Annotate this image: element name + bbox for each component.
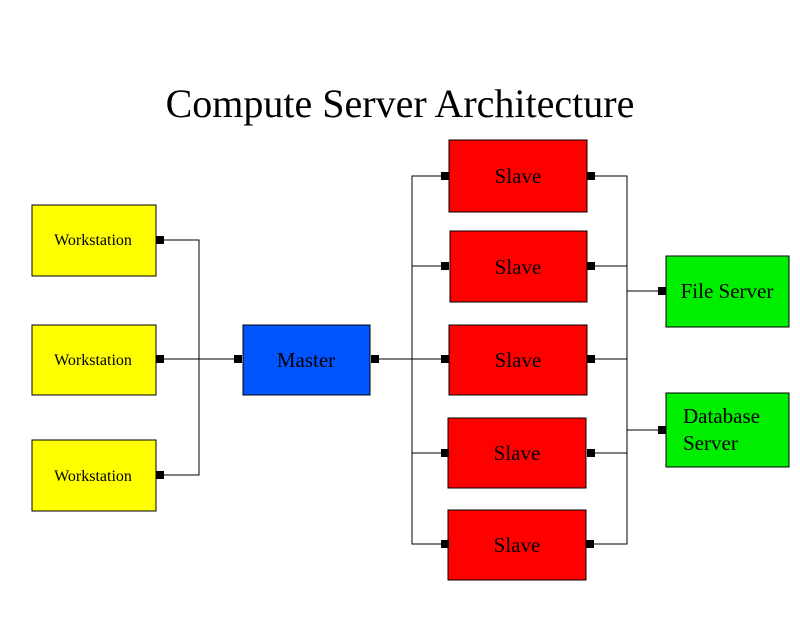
port bbox=[441, 540, 449, 548]
slave-box bbox=[449, 230, 588, 303]
slave-label: Slave bbox=[494, 441, 541, 465]
file-server-box bbox=[665, 255, 790, 328]
port bbox=[441, 355, 449, 363]
workstation-node-2: Workstation bbox=[31, 324, 164, 396]
port bbox=[587, 172, 595, 180]
master-node: Master bbox=[234, 324, 379, 396]
port bbox=[156, 471, 164, 479]
port bbox=[587, 262, 595, 270]
port bbox=[586, 540, 594, 548]
connectors bbox=[160, 175, 662, 545]
slave-node-1: Slave bbox=[441, 139, 595, 213]
database-server-box bbox=[665, 392, 790, 468]
port bbox=[371, 355, 379, 363]
port bbox=[587, 355, 595, 363]
port bbox=[587, 449, 595, 457]
slave-label: Slave bbox=[495, 255, 542, 279]
slave-node-4: Slave bbox=[441, 417, 595, 489]
port bbox=[441, 449, 449, 457]
port bbox=[658, 426, 666, 434]
file-server-node: File Server bbox=[658, 255, 790, 328]
slave-right-bus-line bbox=[591, 175, 628, 545]
master-label: Master bbox=[277, 348, 335, 372]
workstation-box bbox=[31, 439, 157, 512]
slave-box bbox=[448, 324, 588, 396]
port bbox=[156, 236, 164, 244]
slave-box bbox=[447, 417, 587, 489]
slave-label: Slave bbox=[495, 348, 542, 372]
slave-box bbox=[448, 139, 588, 213]
workstation-label: Workstation bbox=[54, 352, 132, 369]
slave-node-5: Slave bbox=[441, 509, 594, 581]
database-server-node: Database Server bbox=[658, 392, 790, 468]
slave-node-3: Slave bbox=[441, 324, 595, 396]
port bbox=[156, 355, 164, 363]
workstation-node-1: Workstation bbox=[31, 204, 164, 277]
workstation-box bbox=[31, 324, 157, 396]
file-server-label: File Server bbox=[681, 279, 774, 303]
master-box bbox=[242, 324, 371, 396]
slave-label: Slave bbox=[495, 164, 542, 188]
diagram-title: Compute Server Architecture bbox=[166, 81, 635, 126]
slave-label: Slave bbox=[494, 533, 541, 557]
port bbox=[441, 172, 449, 180]
workstation-node-3: Workstation bbox=[31, 439, 164, 512]
database-server-label-line-1: Database bbox=[683, 404, 760, 428]
port bbox=[658, 287, 666, 295]
port bbox=[441, 262, 449, 270]
database-server-label-line-2: Server bbox=[683, 431, 738, 455]
port bbox=[234, 355, 242, 363]
slave-left-bus-line bbox=[411, 175, 445, 545]
slave-node-2: Slave bbox=[441, 230, 595, 303]
slave-box bbox=[447, 509, 587, 581]
workstation-label: Workstation bbox=[54, 468, 132, 485]
workstation-label: Workstation bbox=[54, 232, 132, 249]
workstation-bus-line bbox=[160, 239, 200, 476]
workstation-box bbox=[31, 204, 157, 277]
